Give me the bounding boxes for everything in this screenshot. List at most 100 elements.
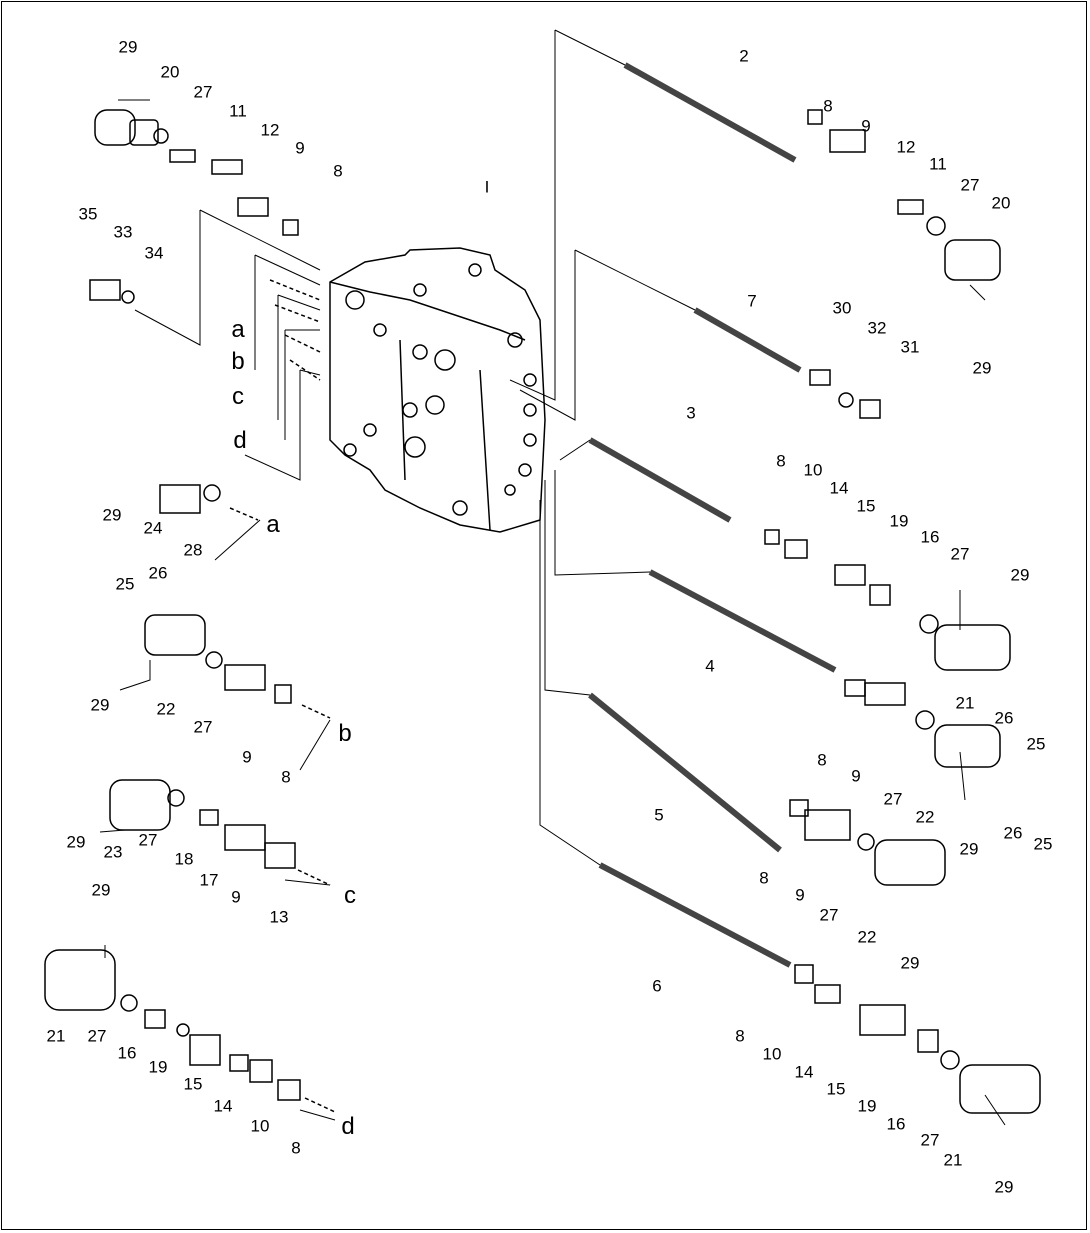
leader-lines bbox=[99, 29, 1006, 1126]
part-label: 17 bbox=[199, 870, 219, 890]
part-label: 8 bbox=[281, 767, 291, 787]
part-label: 25 bbox=[1026, 734, 1046, 754]
part-label: 19 bbox=[889, 511, 909, 531]
part-label: 16 bbox=[117, 1043, 137, 1063]
part-label: 8 bbox=[735, 1026, 745, 1046]
part-label: 11 bbox=[229, 101, 247, 121]
part-label: 21 bbox=[943, 1150, 963, 1170]
view-letter-c: c bbox=[232, 383, 244, 410]
direction-arrows bbox=[229, 279, 336, 1113]
view-letter-a: a bbox=[231, 316, 245, 343]
part-label: 27 bbox=[819, 905, 839, 925]
part-label: 22 bbox=[156, 699, 176, 719]
part-label: 9 bbox=[295, 138, 305, 158]
valve-body bbox=[329, 247, 546, 533]
part-label: 27 bbox=[960, 175, 980, 195]
part-label: 30 bbox=[832, 298, 852, 318]
part-label: 9 bbox=[795, 885, 805, 905]
part-label: 29 bbox=[972, 358, 992, 378]
part-label: 29 bbox=[102, 505, 122, 525]
part-label: 24 bbox=[143, 518, 163, 538]
part-label: 14 bbox=[213, 1096, 233, 1116]
part-label: 8 bbox=[333, 161, 343, 181]
part-label: 29 bbox=[1010, 565, 1030, 585]
part-label: 27 bbox=[883, 789, 903, 809]
part-label: 34 bbox=[144, 243, 164, 263]
part-label: 21 bbox=[955, 693, 975, 713]
part-label: 22 bbox=[857, 927, 877, 947]
part-label: 25 bbox=[115, 574, 135, 594]
part-label: 29 bbox=[91, 880, 111, 900]
part-label: 32 bbox=[867, 318, 887, 338]
part-label: 19 bbox=[148, 1057, 168, 1077]
part-label: 7 bbox=[747, 291, 757, 311]
part-label: 27 bbox=[193, 82, 213, 102]
part-label: 33 bbox=[113, 222, 133, 242]
part-label: b bbox=[338, 720, 352, 747]
part-label: 29 bbox=[90, 695, 110, 715]
part-label: d bbox=[341, 1113, 355, 1140]
part-label: 3 bbox=[686, 403, 696, 423]
part-label: 23 bbox=[103, 842, 123, 862]
part-label: 22 bbox=[915, 807, 935, 827]
part-label: 15 bbox=[826, 1079, 846, 1099]
part-label: 14 bbox=[794, 1062, 814, 1082]
part-label: 9 bbox=[231, 887, 241, 907]
part-label: 19 bbox=[857, 1096, 877, 1116]
part-label: 8 bbox=[291, 1138, 301, 1158]
part-label: 9 bbox=[242, 747, 252, 767]
part-label: 8 bbox=[817, 750, 827, 770]
part-label: 26 bbox=[994, 708, 1014, 728]
part-label: 13 bbox=[269, 907, 289, 927]
part-label: 6 bbox=[652, 976, 662, 996]
part-label: 12 bbox=[896, 137, 916, 157]
part-label: 9 bbox=[861, 116, 871, 136]
part-label: 28 bbox=[183, 540, 203, 560]
part-label: 35 bbox=[78, 204, 98, 224]
part-label: 29 bbox=[900, 953, 920, 973]
part-label: 9 bbox=[851, 766, 861, 786]
part-label: 29 bbox=[118, 37, 138, 57]
part-label: 2 bbox=[739, 46, 749, 66]
body-label: I bbox=[484, 177, 490, 197]
part-label: 4 bbox=[705, 656, 715, 676]
part-label: 29 bbox=[66, 832, 86, 852]
part-label: 20 bbox=[991, 193, 1011, 213]
part-label: 27 bbox=[193, 717, 213, 737]
part-label: 20 bbox=[160, 62, 180, 82]
part-label: 26 bbox=[148, 563, 168, 583]
part-label: c bbox=[344, 882, 356, 909]
part-label: 11 bbox=[929, 154, 947, 174]
part-label: 25 bbox=[1033, 834, 1053, 854]
part-label: a bbox=[266, 511, 280, 538]
part-label: 27 bbox=[920, 1130, 940, 1150]
part-label: 27 bbox=[87, 1026, 107, 1046]
spools bbox=[588, 62, 837, 968]
part-label: 8 bbox=[823, 96, 833, 116]
view-letter-d: d bbox=[233, 427, 247, 454]
part-label: 5 bbox=[654, 805, 664, 825]
part-label: 10 bbox=[803, 460, 823, 480]
part-label: 8 bbox=[759, 868, 769, 888]
part-label: 29 bbox=[959, 839, 979, 859]
part-label: 15 bbox=[856, 496, 876, 516]
part-label: 18 bbox=[174, 849, 194, 869]
part-label: 29 bbox=[994, 1177, 1014, 1197]
part-label: 16 bbox=[886, 1114, 906, 1134]
part-label: 8 bbox=[776, 451, 786, 471]
part-label: 15 bbox=[183, 1074, 203, 1094]
part-label: 10 bbox=[762, 1044, 782, 1064]
small-parts bbox=[44, 109, 1041, 1114]
view-letter-b: b bbox=[231, 348, 245, 375]
part-label: 14 bbox=[829, 478, 849, 498]
part-label: 12 bbox=[260, 120, 280, 140]
part-label: 27 bbox=[138, 830, 158, 850]
part-label: 26 bbox=[1003, 823, 1023, 843]
part-label: 16 bbox=[920, 527, 940, 547]
part-label: 31 bbox=[900, 337, 920, 357]
part-label: 27 bbox=[950, 544, 970, 564]
part-label: 10 bbox=[250, 1116, 270, 1136]
